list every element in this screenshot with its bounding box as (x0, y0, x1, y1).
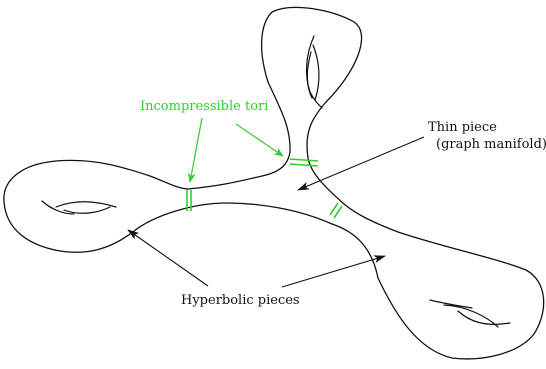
hyperbolic-arrow-left (127, 229, 209, 287)
manifold-outline (3, 6, 545, 360)
incompressible-tori-bands (186, 158, 343, 219)
torus-handle-left (41, 200, 117, 215)
torus-handles (41, 35, 511, 328)
torus-band-right (329, 202, 343, 219)
torus-band-top (289, 158, 319, 167)
torus-handle-right (429, 299, 511, 328)
thin-piece-arrow (297, 136, 425, 191)
tori-arrow-left (187, 117, 203, 183)
graph-manifold-label: (graph manifold) (436, 137, 546, 152)
torus-band-left (186, 190, 192, 211)
outline-upper-lobe-and-center (3, 6, 545, 360)
tori-arrow-right (235, 123, 284, 157)
thin-piece-label: Thin piece (428, 120, 497, 135)
tori-arrows (187, 117, 284, 183)
annotation-arrows (127, 136, 425, 288)
torus-handle-top (305, 35, 323, 109)
hyperbolic-pieces-label: Hyperbolic pieces (181, 293, 300, 308)
incompressible-tori-label: Incompressible tori (140, 99, 268, 114)
hyperbolic-arrow-right (281, 255, 386, 288)
